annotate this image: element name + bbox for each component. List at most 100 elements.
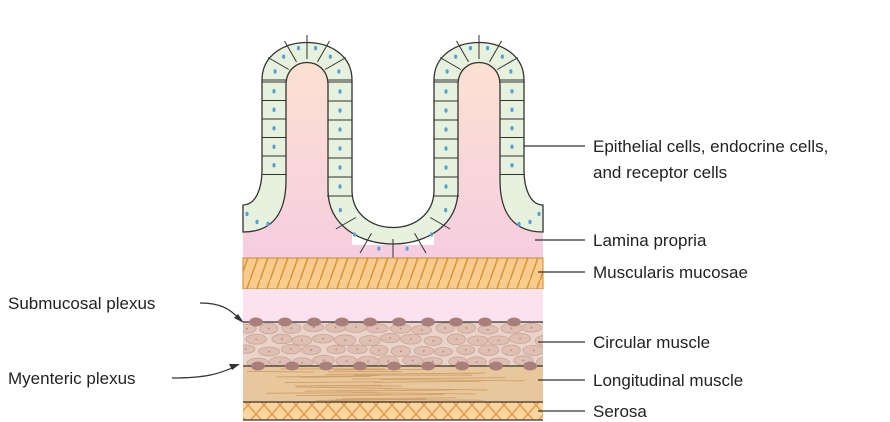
epithelial-nucleus — [255, 220, 258, 224]
epithelial-nucleus — [501, 54, 504, 58]
muscle-cell-nucleus — [255, 338, 257, 340]
circular-muscle-layer — [237, 322, 555, 368]
epithelial-nucleus — [444, 165, 447, 170]
epithelial-nucleus — [509, 69, 512, 73]
epithelial-nucleus — [272, 107, 275, 112]
muscle-cell-nucleus — [423, 350, 425, 352]
muscle-cell-nucleus — [246, 328, 248, 330]
epithelial-nucleus — [528, 220, 531, 224]
label-lamina-propria: Lamina propria — [593, 231, 707, 250]
muscle-cell-nucleus — [511, 327, 513, 329]
muscle-cell-nucleus — [444, 327, 446, 329]
epithelial-nucleus — [272, 89, 275, 94]
muscle-cell-nucleus — [369, 340, 371, 342]
epithelial-nucleus — [406, 246, 409, 250]
epithelial-nucleus — [444, 146, 447, 151]
epithelial-nucleus — [446, 69, 449, 73]
longitudinal-muscle-layer — [243, 366, 543, 402]
epithelial-nucleus — [444, 108, 447, 113]
muscle-cell-nucleus — [367, 360, 369, 362]
muscle-cell-nucleus — [465, 349, 467, 351]
longitudinal-muscle-fiber — [266, 393, 379, 394]
muscle-cell-nucleus — [357, 348, 359, 350]
label-circular-muscle: Circular muscle — [593, 333, 710, 352]
epithelial-nucleus — [314, 46, 317, 50]
muscle-cell-nucleus — [455, 338, 457, 340]
epithelial-nucleus — [339, 208, 342, 212]
muscle-cell-nucleus — [442, 351, 444, 353]
muscle-cell-nucleus — [487, 329, 489, 331]
myenteric-ganglion — [455, 362, 469, 371]
epithelial-nucleus — [469, 46, 472, 50]
epithelial-nucleus — [337, 69, 340, 73]
muscle-cell-nucleus — [313, 326, 315, 328]
epithelial-nucleus — [510, 107, 513, 112]
label-longitudinal-muscle: Longitudinal muscle — [593, 371, 743, 390]
epithelial-nucleus — [266, 222, 269, 226]
submucosal-ganglion — [363, 318, 377, 327]
muscle-cell-nucleus — [510, 349, 512, 351]
muscle-cell-nucleus — [519, 338, 521, 340]
submucosa-layer — [243, 289, 543, 322]
submucosal-ganglion — [278, 318, 292, 327]
epithelial-nucleus — [338, 146, 341, 151]
epithelial-nucleus — [297, 46, 300, 50]
submucosal-ganglion — [449, 318, 463, 327]
myenteric-ganglion — [387, 362, 401, 371]
muscle-cell-nucleus — [279, 361, 281, 363]
epithelial-nucleus — [272, 163, 275, 168]
myenteric-ganglion — [251, 362, 265, 371]
muscle-cell-nucleus — [335, 349, 337, 351]
muscle-cell-nucleus — [488, 349, 490, 351]
muscle-cell-nucleus — [335, 327, 337, 329]
epithelial-nucleus — [444, 127, 447, 132]
epithelial-nucleus — [245, 212, 248, 216]
label-epithelial-line1: Epithelial cells, endocrine cells, — [593, 137, 828, 156]
epithelial-nucleus — [282, 54, 285, 58]
epithelial-nucleus — [338, 108, 341, 113]
label-epithelial-line2: and receptor cells — [593, 163, 727, 182]
muscle-cell-nucleus — [421, 329, 423, 331]
myenteric-ganglion — [353, 362, 367, 371]
epithelial-nucleus — [444, 184, 447, 189]
muscle-cell-nucleus — [245, 348, 247, 350]
muscle-cell-nucleus — [290, 327, 292, 329]
muscle-cell-nucleus — [301, 362, 303, 364]
muscle-cell-nucleus — [378, 349, 380, 351]
epithelial-nucleus — [510, 144, 513, 149]
muscle-cell-nucleus — [322, 338, 324, 340]
epithelial-nucleus — [430, 232, 433, 236]
muscle-cell-nucleus — [346, 360, 348, 362]
epithelial-nucleus — [338, 127, 341, 132]
muscle-cell-nucleus — [268, 328, 270, 330]
epithelial-nucleus — [444, 208, 447, 212]
muscle-cell-nucleus — [400, 328, 402, 330]
label-submucosal-plexus: Submucosal plexus — [8, 294, 155, 313]
epithelial-nucleus — [274, 69, 277, 73]
submucosal-ganglion — [507, 318, 521, 327]
submucosal-ganglion — [307, 318, 321, 327]
epithelial-nucleus — [510, 126, 513, 131]
muscle-cell-nucleus — [377, 327, 379, 329]
label-muscularis-mucosae: Muscularis mucosae — [593, 263, 748, 282]
muscle-cell-nucleus — [477, 340, 479, 342]
muscle-cell-nucleus — [268, 351, 270, 353]
submucosal-ganglion — [478, 318, 492, 327]
muscularis-mucosae-layer — [243, 258, 543, 289]
circular-muscle-cell — [536, 357, 554, 366]
muscle-cell-nucleus — [387, 360, 389, 362]
myenteric-ganglion — [319, 362, 333, 371]
epithelial-nucleus — [329, 54, 332, 58]
circular-muscle-cell — [535, 335, 554, 345]
muscle-cell-nucleus — [432, 340, 434, 342]
label-myenteric-plexus: Myenteric plexus — [8, 369, 136, 388]
muscle-cell-nucleus — [410, 338, 412, 340]
label-serosa: Serosa — [593, 402, 647, 421]
epithelial-nucleus — [338, 89, 341, 94]
myenteric-ganglion — [523, 362, 537, 371]
myenteric-plexus-ganglia — [251, 362, 537, 371]
muscle-cell-nucleus — [531, 327, 533, 329]
epithelial-nucleus — [486, 46, 489, 50]
epithelial-nucleus — [272, 144, 275, 149]
